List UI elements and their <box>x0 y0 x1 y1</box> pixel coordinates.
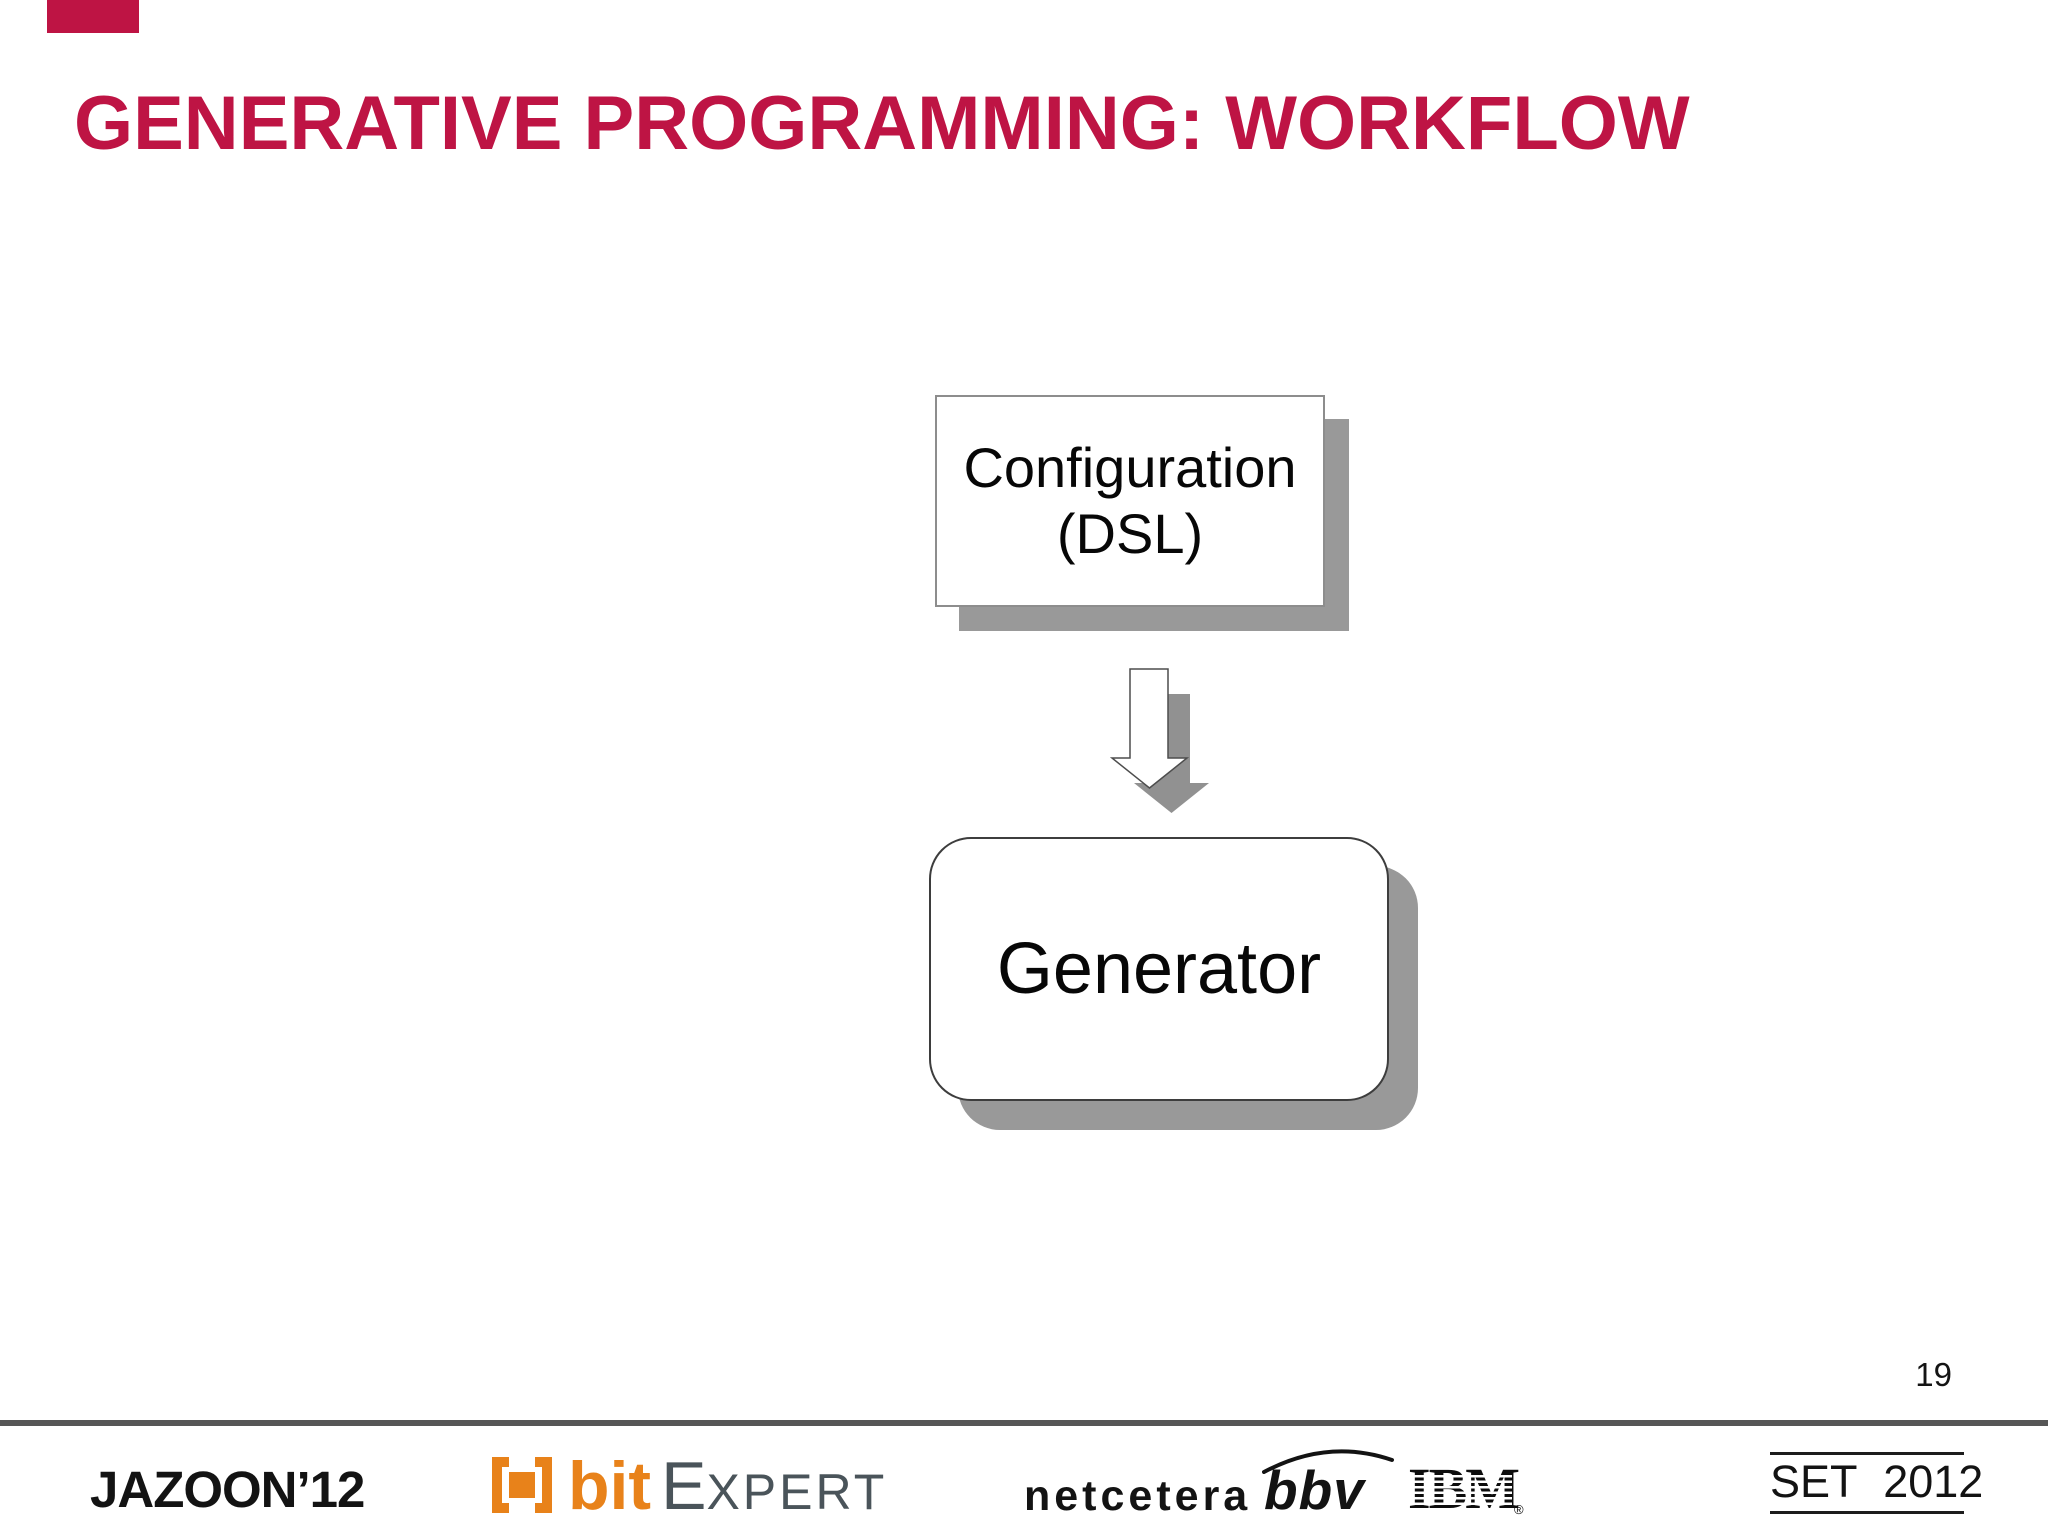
bbv-swoosh-icon <box>1262 1449 1394 1474</box>
config-box-line2: (DSL) <box>1056 502 1204 565</box>
bbv-logo: bbv <box>1256 1444 1401 1521</box>
jazoon-logo: JAZOON’12 <box>90 1461 365 1518</box>
bitexpert-expert-rest: XPERT <box>706 1464 888 1520</box>
set2012-logo: SET 2012 <box>1770 1452 1983 1514</box>
bitexpert-expert-initial: E <box>661 1448 707 1525</box>
bitexpert-logo: bit E XPERT <box>492 1444 888 1525</box>
config-box-line1: Configuration <box>963 435 1297 499</box>
generator-box: Generator <box>929 837 1389 1101</box>
ibm-registered-icon: ® <box>1514 1502 1524 1517</box>
bracket-left-icon <box>492 1457 509 1513</box>
ibm-logo: IBM ® <box>1408 1460 1532 1518</box>
top-accent-bar <box>47 0 139 33</box>
down-arrow-body <box>1109 668 1190 789</box>
bitexpert-bracket-icon <box>492 1457 552 1513</box>
ibm-stripes-overlay <box>1408 1472 1512 1507</box>
page-title: GENERATIVE PROGRAMMING: WORKFLOW <box>74 81 1690 166</box>
footer-divider <box>0 1420 2048 1426</box>
bracket-right-icon <box>535 1457 552 1513</box>
bracket-square-icon <box>509 1472 535 1498</box>
bitexpert-bit-text: bit <box>568 1448 652 1525</box>
down-arrow-icon <box>1109 668 1209 813</box>
generator-box-label: Generator <box>996 929 1322 1009</box>
config-box: Configuration (DSL) <box>935 395 1325 607</box>
bbv-text: bbv <box>1264 1459 1365 1521</box>
netcetera-logo: netcetera <box>1024 1472 1252 1520</box>
page-number: 19 <box>1915 1356 1952 1393</box>
